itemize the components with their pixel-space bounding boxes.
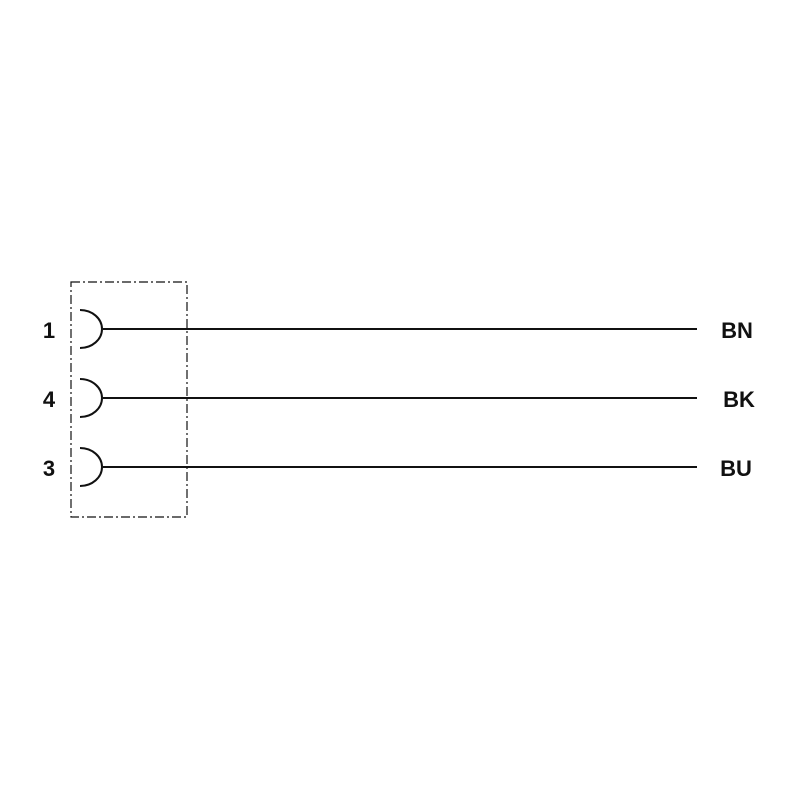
connector-row-2: 4 BK: [43, 378, 755, 418]
wire-color-label: BN: [721, 318, 753, 343]
connector-row-3: 3 BU: [43, 447, 752, 487]
socket-contact-symbol: [79, 447, 103, 487]
pin-label: 4: [43, 387, 56, 412]
connector-row-1: 1 BN: [43, 309, 753, 349]
socket-contact-symbol: [79, 309, 103, 349]
pin-label: 1: [43, 318, 55, 343]
socket-contact-symbol: [79, 378, 103, 418]
connector-housing-outline: [70, 281, 188, 518]
pin-label: 3: [43, 456, 55, 481]
wire-color-label: BK: [723, 387, 755, 412]
wire-color-label: BU: [720, 456, 752, 481]
